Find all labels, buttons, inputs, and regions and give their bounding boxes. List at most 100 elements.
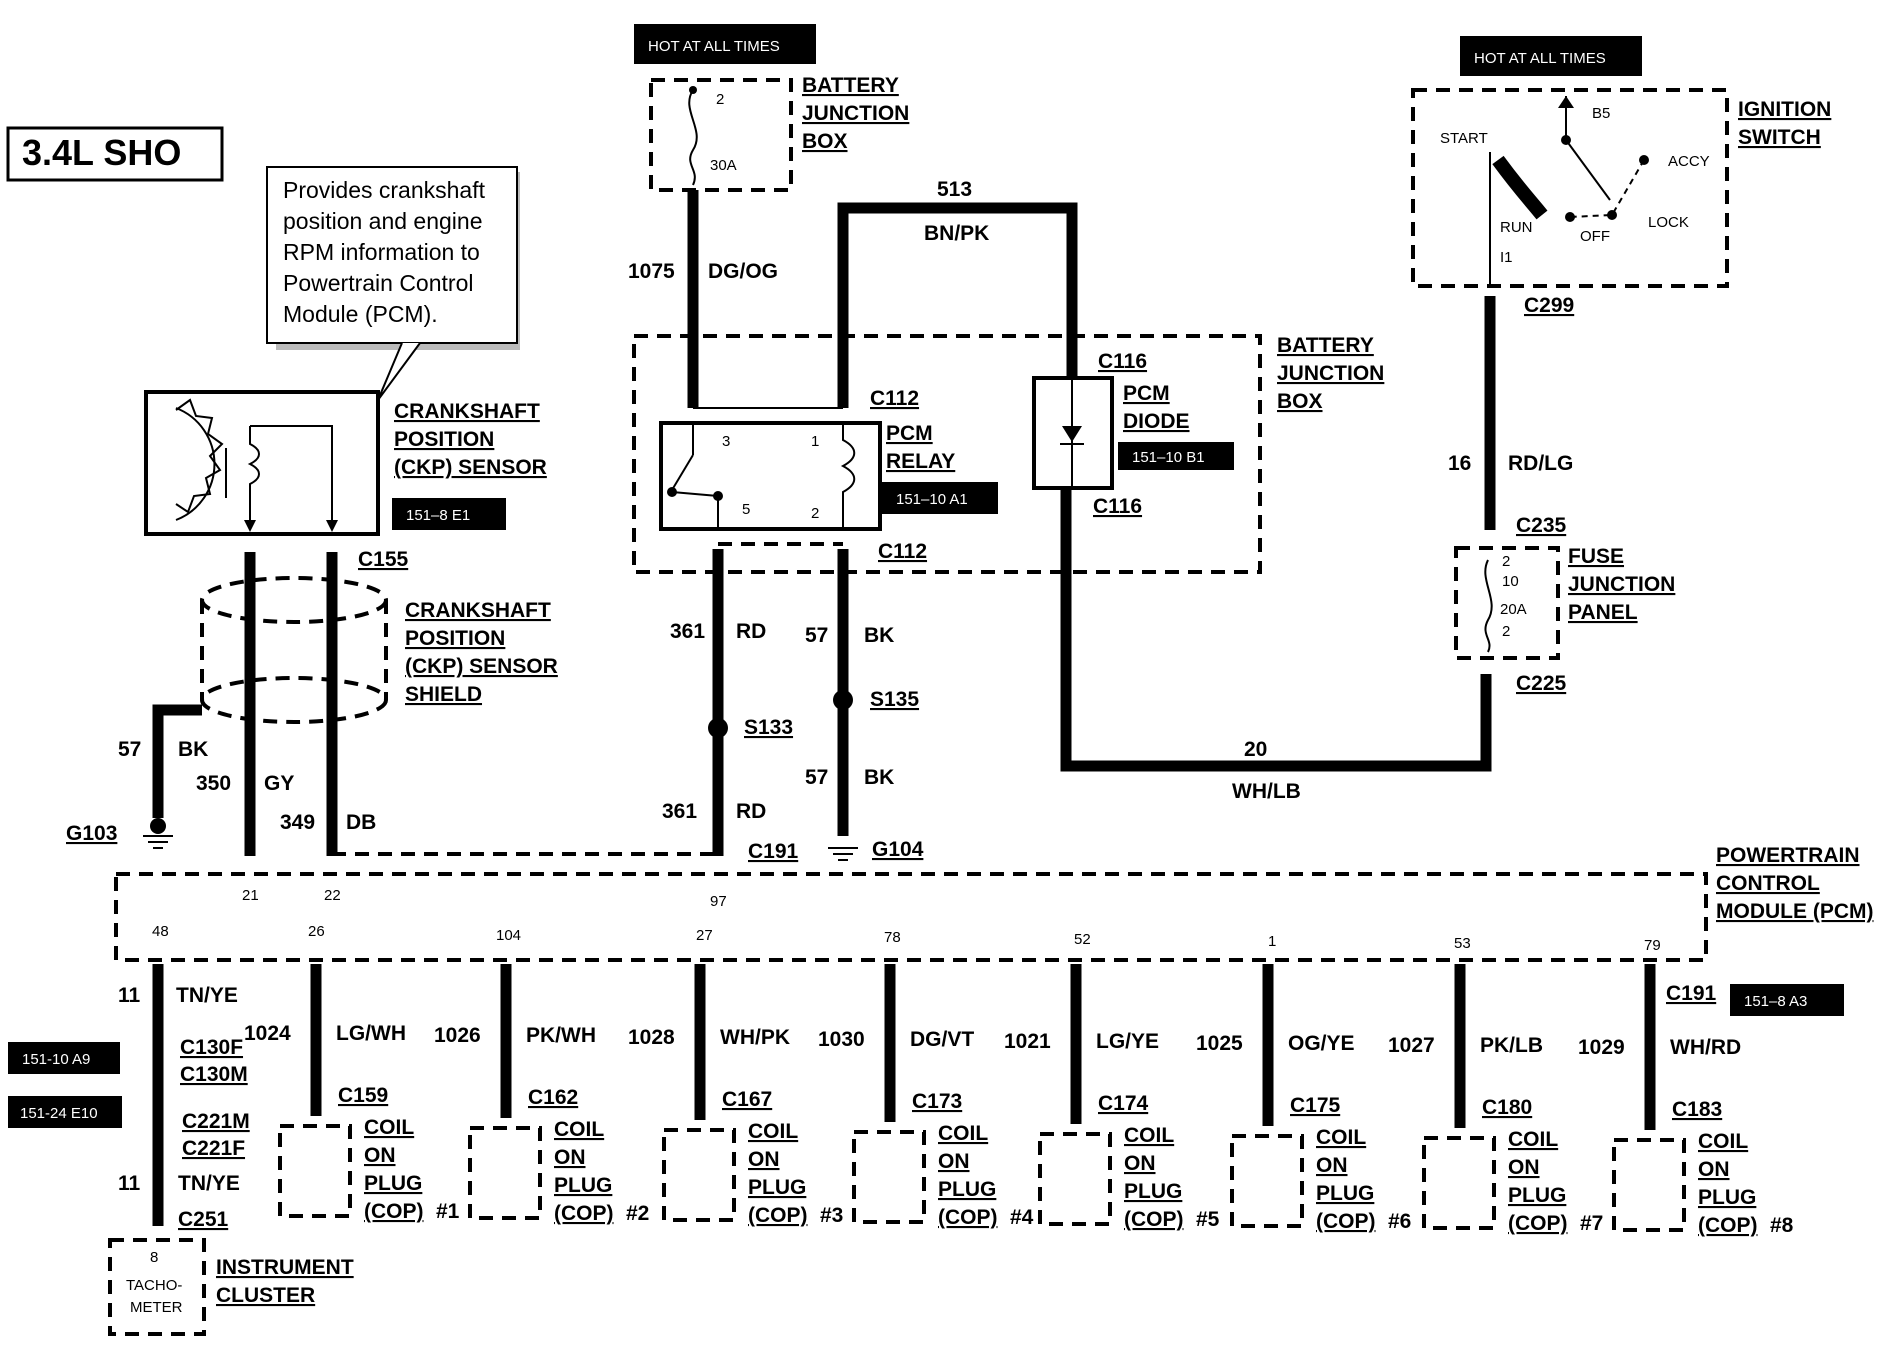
svg-text:C191: C191 — [1666, 982, 1717, 1005]
coil-wire-number: 1030 — [818, 1028, 865, 1051]
coil-connector: C159 — [338, 1084, 388, 1107]
svg-text:2: 2 — [1502, 553, 1510, 570]
svg-text:HOT AT ALL TIMES: HOT AT ALL TIMES — [648, 38, 780, 55]
coil-wire-number: 1029 — [1578, 1036, 1625, 1059]
svg-text:C251: C251 — [178, 1208, 229, 1231]
svg-text:RUN: RUN — [1500, 219, 1533, 236]
instrument-cluster: 8 TACHO- METER INSTRUMENT CLUSTER — [108, 1238, 354, 1336]
svg-text:BATTERY: BATTERY — [802, 74, 899, 97]
ground-g104 — [828, 847, 858, 861]
svg-text:DG/OG: DG/OG — [708, 260, 778, 283]
hot-at-all-times-label-2: HOT AT ALL TIMES — [1460, 36, 1642, 76]
svg-text:SHIELD: SHIELD — [405, 683, 482, 706]
svg-text:1: 1 — [811, 433, 819, 450]
svg-text:C235: C235 — [1516, 514, 1567, 537]
svg-text:11: 11 — [118, 984, 141, 1007]
svg-text:CRANKSHAFT: CRANKSHAFT — [394, 400, 540, 423]
svg-text:S135: S135 — [870, 688, 919, 711]
coil-label-line: (COP) — [364, 1200, 424, 1223]
splice-s135 — [833, 690, 853, 710]
coil-number: #1 — [436, 1200, 460, 1223]
coil-number: #3 — [820, 1204, 843, 1227]
svg-text:G103: G103 — [66, 822, 117, 845]
coil-number: #8 — [1770, 1214, 1794, 1237]
coil-connector: C167 — [722, 1088, 772, 1111]
svg-text:57: 57 — [805, 624, 828, 647]
wire-513 — [837, 202, 1078, 408]
svg-text:C221M: C221M — [182, 1110, 250, 1133]
coil-wire-number: 1021 — [1004, 1030, 1051, 1053]
svg-text:20: 20 — [1244, 738, 1267, 761]
pcm-relay: 3 1 5 2 PCM RELAY 151–10 A1 C112 C112 — [659, 387, 998, 563]
coil-number: #4 — [1010, 1206, 1034, 1229]
svg-text:79: 79 — [1644, 937, 1661, 954]
coil-box-8 — [1612, 1138, 1686, 1232]
coil-wire-number: 1028 — [628, 1026, 675, 1049]
svg-text:21: 21 — [242, 887, 259, 904]
coil-box-4 — [852, 1130, 926, 1224]
svg-text:RD/LG: RD/LG — [1508, 452, 1573, 475]
coil-label-line: COIL — [364, 1116, 414, 1139]
svg-text:151–8 E1: 151–8 E1 — [406, 507, 470, 524]
note-line-3: RPM information to — [283, 239, 480, 265]
svg-text:SWITCH: SWITCH — [1738, 126, 1821, 149]
svg-text:97: 97 — [710, 893, 727, 910]
svg-text:C130M: C130M — [180, 1063, 248, 1086]
svg-text:PCM: PCM — [886, 422, 933, 445]
svg-text:349: 349 — [280, 811, 315, 834]
svg-text:POSITION: POSITION — [405, 627, 505, 650]
coil-connector: C173 — [912, 1090, 962, 1113]
svg-text:POSITION: POSITION — [394, 428, 494, 451]
coil-wire-number: 1024 — [244, 1022, 291, 1045]
svg-text:151–10 A1: 151–10 A1 — [896, 491, 968, 508]
svg-text:CRANKSHAFT: CRANKSHAFT — [405, 599, 551, 622]
svg-text:C299: C299 — [1524, 294, 1574, 317]
svg-text:S133: S133 — [744, 716, 793, 739]
svg-text:53: 53 — [1454, 935, 1471, 952]
coil-label-line: COIL — [938, 1122, 988, 1145]
svg-text:104: 104 — [496, 927, 521, 944]
coil-label-line: PLUG — [1124, 1180, 1182, 1203]
coil-label-line: (COP) — [1508, 1212, 1568, 1235]
svg-text:57: 57 — [118, 738, 141, 761]
svg-text:52: 52 — [1074, 931, 1091, 948]
coil-box-3 — [662, 1128, 736, 1222]
svg-text:151-10 A9: 151-10 A9 — [22, 1051, 90, 1068]
ground-g103 — [143, 818, 173, 849]
coil-label-line: (COP) — [748, 1204, 808, 1227]
svg-text:10: 10 — [1502, 573, 1519, 590]
coil-label-line: PLUG — [364, 1172, 422, 1195]
ref-151-8-a3 — [1730, 984, 1844, 1016]
svg-text:RD: RD — [736, 620, 766, 643]
coil-connector: C183 — [1672, 1098, 1722, 1121]
svg-text:DB: DB — [346, 811, 376, 834]
svg-text:BK: BK — [864, 624, 894, 647]
svg-text:CONTROL: CONTROL — [1716, 872, 1820, 895]
coil-label-line: PLUG — [938, 1178, 996, 1201]
svg-text:TACHO-: TACHO- — [126, 1277, 182, 1294]
powertrain-control-module: 21 22 97 POWERTRAIN CONTROL MODULE (PCM)… — [114, 844, 1873, 962]
description-callout: Provides crankshaft position and engine … — [266, 166, 520, 401]
coil-connector: C174 — [1098, 1092, 1149, 1115]
svg-text:C155: C155 — [358, 548, 409, 571]
svg-text:(CKP) SENSOR: (CKP) SENSOR — [394, 456, 547, 479]
coil-label-line: (COP) — [1124, 1208, 1184, 1231]
coil-label-line: COIL — [1508, 1128, 1558, 1151]
title-box: 3.4L SHO — [6, 126, 224, 182]
svg-text:48: 48 — [152, 923, 169, 940]
svg-text:BN/PK: BN/PK — [924, 222, 989, 245]
svg-text:HOT AT ALL TIMES: HOT AT ALL TIMES — [1474, 50, 1606, 67]
note-line-5: Module (PCM). — [283, 301, 438, 327]
coil-label-line: (COP) — [1698, 1214, 1758, 1237]
svg-text:B5: B5 — [1592, 105, 1610, 122]
coil-label-line: (COP) — [1316, 1210, 1376, 1233]
svg-text:11: 11 — [118, 1172, 141, 1195]
coil-label-line: COIL — [1316, 1126, 1366, 1149]
ignition-switch: START B5 ACCY RUN OFF LOCK I1 IGNITION S… — [1411, 88, 1831, 288]
coil-box-6 — [1230, 1134, 1304, 1228]
coil-label-line: (COP) — [938, 1206, 998, 1229]
svg-text:POWERTRAIN: POWERTRAIN — [1716, 844, 1860, 867]
svg-text:I1: I1 — [1500, 249, 1513, 266]
